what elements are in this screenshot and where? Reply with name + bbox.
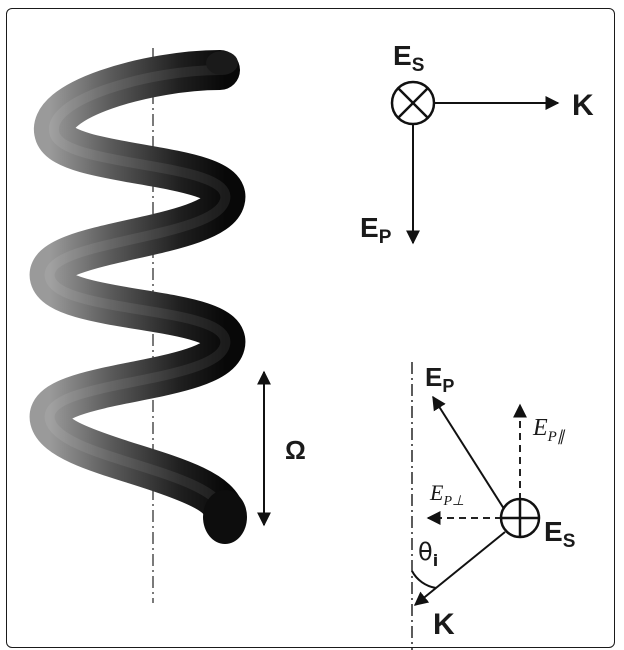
k-arrow-bottom: [413, 531, 506, 606]
es-label-top: ES: [393, 40, 424, 76]
k-label-bottom: K: [433, 608, 455, 641]
helix-coil: [29, 50, 246, 535]
helix-end-cap: [203, 490, 247, 544]
theta-arc: [411, 570, 437, 589]
helix-top-cap: [206, 51, 238, 75]
ep-perp-label: EP⊥: [429, 480, 464, 509]
ep-label-bottom: EP: [425, 362, 454, 396]
ep-label-top: EP: [360, 212, 392, 248]
ep-arrow-bottom: [432, 395, 507, 513]
top-axes: ES K EP: [360, 40, 594, 248]
bottom-axes: EP EP∥ EP⊥ ES θi K: [411, 362, 575, 650]
figure-frame: [6, 8, 615, 648]
ep-parallel-label: EP∥: [532, 415, 566, 445]
theta-label: θi: [418, 538, 438, 570]
es-label-bottom: ES: [544, 516, 575, 552]
k-label-top: K: [572, 89, 594, 122]
pitch-label: Ω: [285, 435, 306, 465]
